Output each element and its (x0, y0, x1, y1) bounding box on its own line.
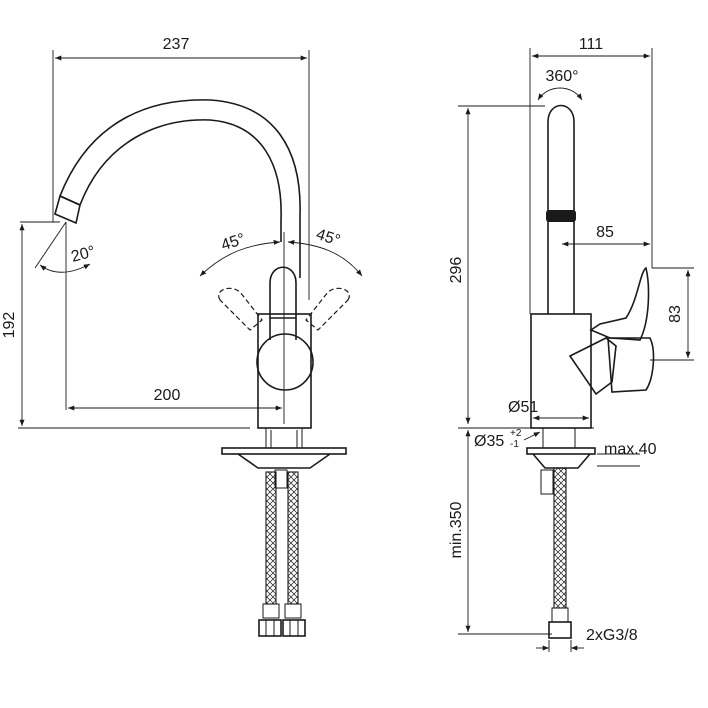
hose-nut-left (258, 619, 282, 637)
angle-arc (39, 263, 91, 273)
hose-ferrule-left (262, 603, 280, 619)
side-view: 111 360° 296 85 83 Ø51 Ø35 +2 (448, 36, 694, 652)
faucet-body (257, 313, 312, 429)
tolerance-upper: +2 (510, 428, 522, 439)
angle-left-label: 45° (219, 231, 247, 255)
connection-label: 2xG3/8 (586, 627, 638, 644)
hose-length-label: min.350 (448, 501, 465, 558)
side-deck-plate (526, 447, 596, 455)
front-reach-label: 200 (154, 387, 181, 404)
angle-arc-right (287, 239, 363, 277)
handle-lever (589, 266, 650, 341)
front-view: 237 20° 192 45° 45° 200 (1, 36, 363, 637)
fixing-washer (237, 453, 331, 469)
handle-neck (269, 318, 297, 340)
spout-column (547, 104, 575, 314)
side-hose (553, 467, 567, 609)
handle-base (607, 337, 655, 393)
front-width-label: 237 (163, 36, 190, 53)
hole-diameter-label: Ø35 (474, 433, 504, 450)
side-fixing-rod (540, 469, 554, 495)
side-shank (542, 427, 576, 449)
hose-left (265, 471, 277, 605)
handle-top (269, 266, 297, 319)
handle-left-position (218, 287, 263, 331)
hose-right (287, 471, 299, 605)
handle-right-position (305, 287, 350, 331)
spout-outline (59, 99, 301, 278)
rotation-arc (537, 87, 583, 101)
side-hose-ferrule (551, 607, 569, 623)
deck-plate (221, 447, 347, 455)
hole-leader-line (523, 431, 541, 441)
deck-thickness-label: max.40 (604, 441, 657, 458)
base-diameter-label: Ø51 (508, 399, 538, 416)
side-hose-nut (548, 621, 572, 639)
rotation-label: 360° (545, 68, 578, 85)
hose-ferrule-right (284, 603, 302, 619)
aerator-mesh (549, 212, 573, 220)
side-width-label: 111 (579, 36, 603, 53)
side-height-label: 296 (448, 257, 465, 284)
aerator (54, 194, 81, 225)
angle-arc-left (199, 239, 281, 277)
spout-angle-label: 20° (69, 243, 97, 266)
side-fixing-washer (532, 453, 591, 469)
handle-height-label: 83 (667, 305, 684, 323)
handle-cartridge (568, 337, 617, 396)
handle-hub (256, 333, 314, 391)
angle-right-label: 45° (314, 226, 342, 250)
angle-line (34, 221, 67, 269)
fixing-rod (274, 469, 288, 489)
hose-nut-right (282, 619, 306, 637)
handle-reach-label: 85 (596, 224, 614, 241)
tolerance-lower: -1 (510, 439, 519, 450)
side-body (530, 313, 592, 429)
front-height-label: 192 (1, 312, 18, 339)
